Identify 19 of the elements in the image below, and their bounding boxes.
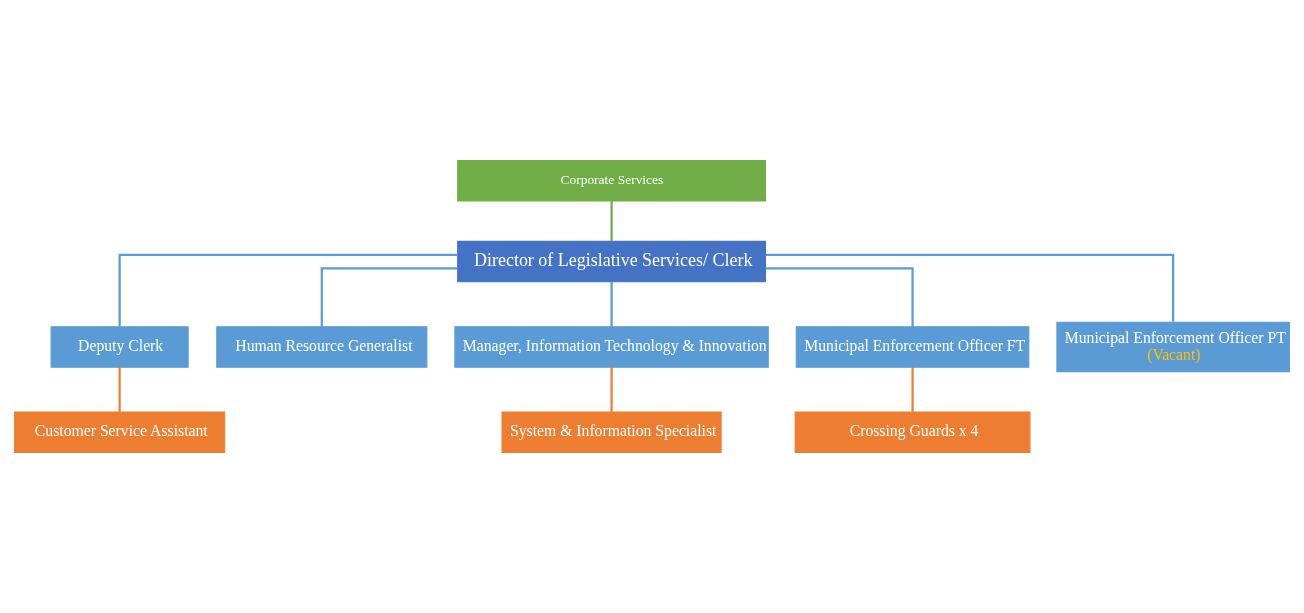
- connector: [320, 267, 458, 327]
- connector: [118, 253, 458, 327]
- connector: [610, 367, 613, 412]
- connector: [610, 201, 613, 241]
- node-box: Municipal Enforcement Officer FT: [795, 326, 1030, 368]
- connector: [610, 281, 613, 327]
- connector: [118, 367, 121, 412]
- node-box: Customer Service Assistant: [14, 411, 226, 454]
- connector: [765, 267, 914, 327]
- node-box: Deputy Clerk: [50, 326, 189, 368]
- node-box: Director of Legislative Services/ Clerk: [457, 240, 766, 283]
- connector: [765, 253, 1175, 322]
- connector: [911, 367, 914, 412]
- node-box: Manager, Information Technology & Innovation: [454, 326, 769, 368]
- node-box: Municipal Enforcement Officer PT (Vacant): [1056, 321, 1290, 373]
- node-box: Human Resource Generalist: [216, 326, 428, 368]
- node-box: System & Information Specialist: [501, 411, 722, 454]
- node-box: Corporate Services: [457, 159, 766, 202]
- node-box: Crossing Guards x 4: [794, 411, 1031, 454]
